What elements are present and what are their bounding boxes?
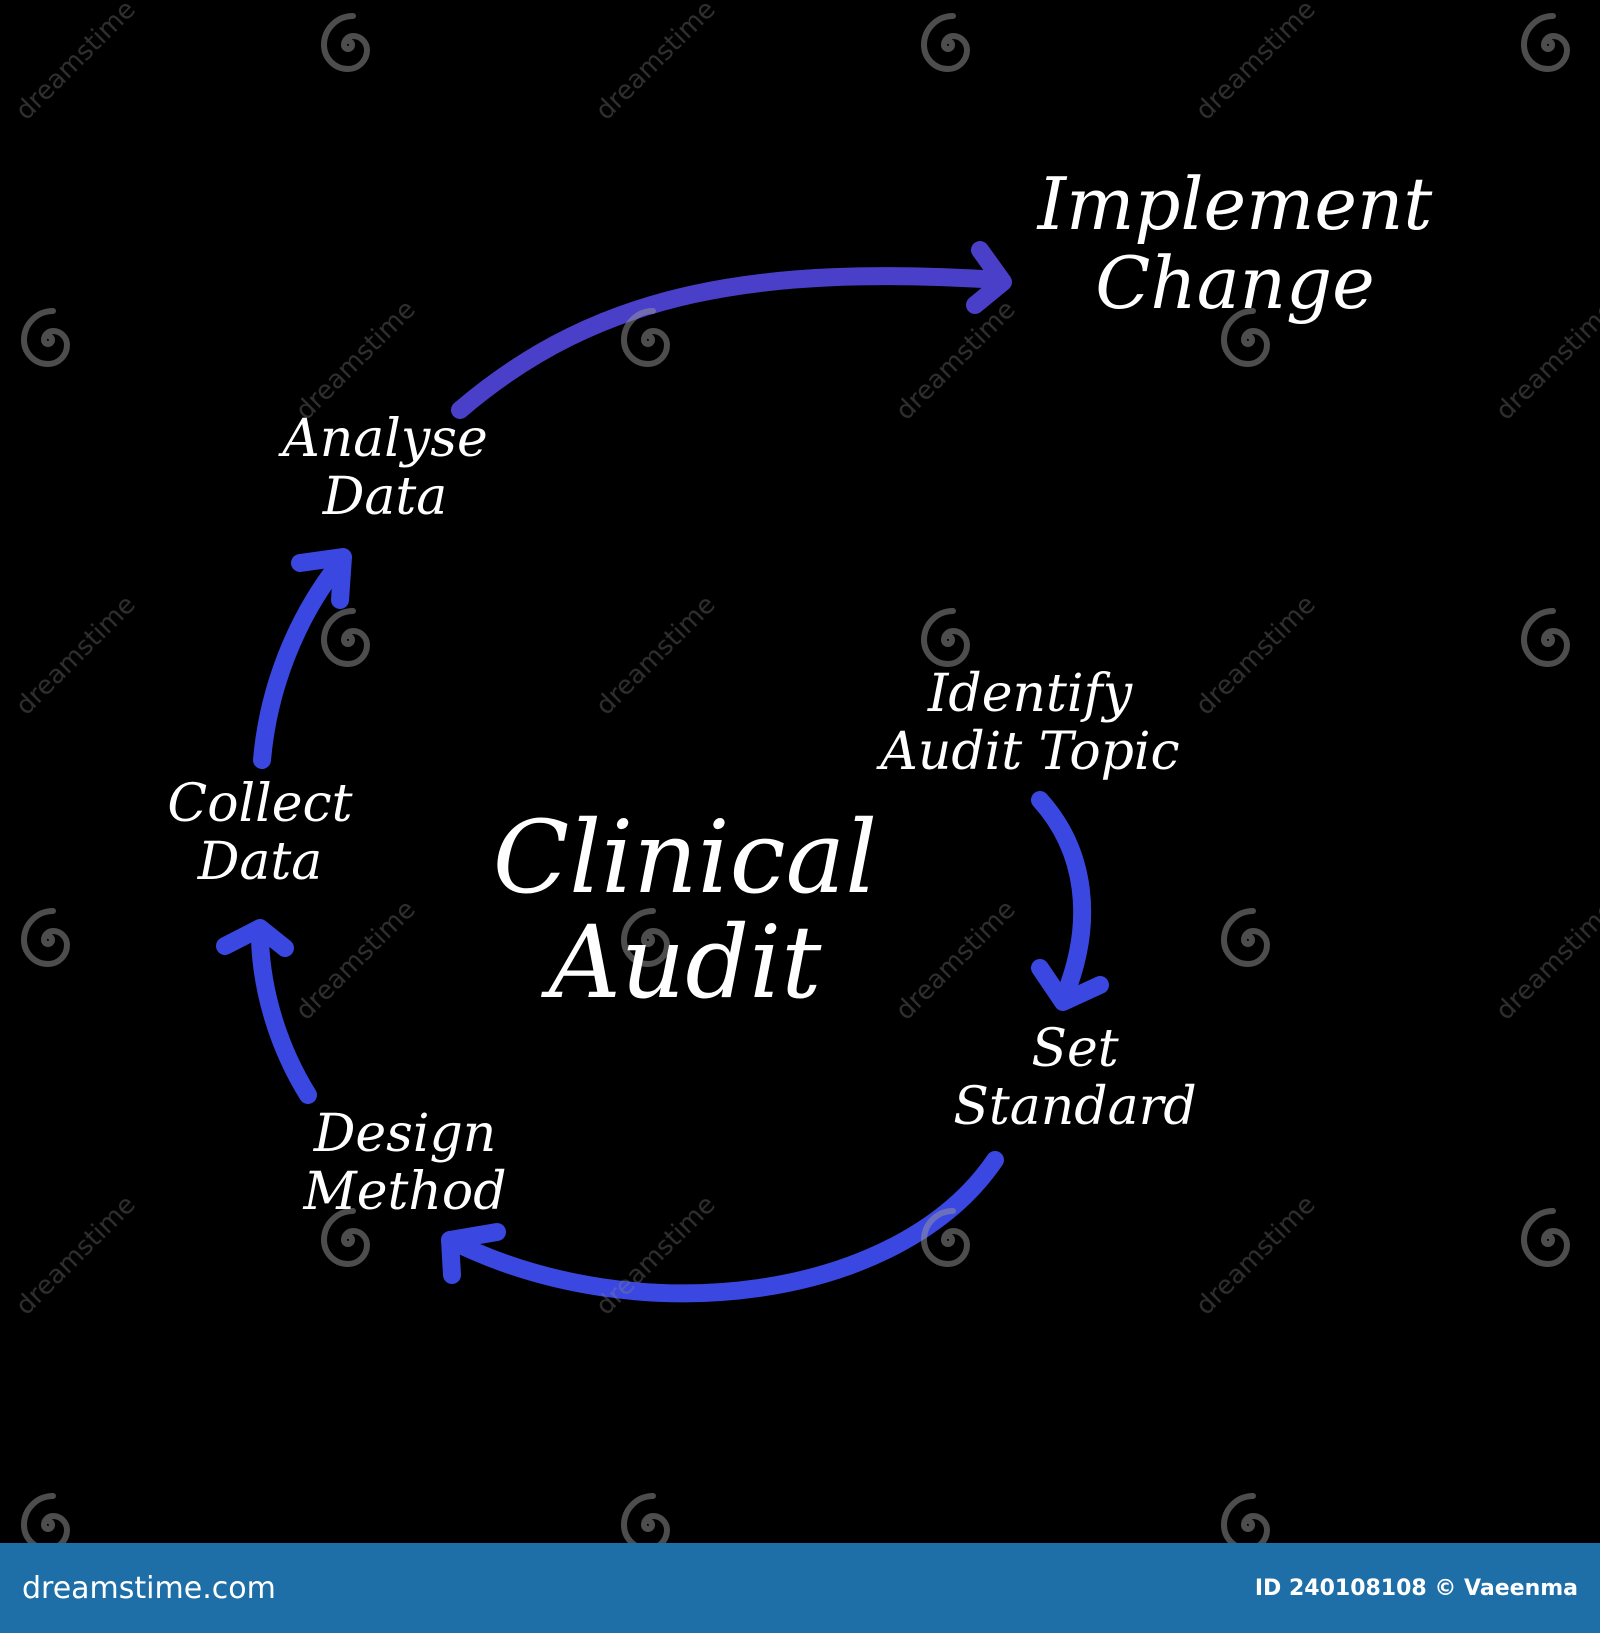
implement-line-1: Implement (1037, 162, 1433, 246)
arrow-design-to-collect-head (216, 919, 294, 957)
step-implement-change: Implement Change (990, 162, 1480, 326)
footer-bar: dreamstime.com ID 240108108 © Vaeenma (0, 1543, 1600, 1633)
implement-line-2: Change (1095, 241, 1375, 326)
collect-line-2: Data (197, 832, 323, 893)
footer-brand[interactable]: dreamstime.com (22, 1570, 276, 1606)
title-line-1: Clinical (492, 799, 878, 916)
arrow-analyse-to-implement-head (966, 241, 1012, 314)
arrow-standard-to-design-head (441, 1223, 506, 1284)
design-line-1: Design (313, 1104, 497, 1164)
footer-credit: ID 240108108 © Vaeenma (1254, 1575, 1578, 1601)
step-analyse-data: Analyse Data (240, 409, 530, 528)
standard-line-2: Standard (953, 1077, 1197, 1138)
arrow-analyse-to-implement (451, 267, 1009, 419)
arrow-collect-to-analyse-head (291, 548, 352, 609)
title-line-2: Audit (548, 904, 822, 1021)
identify-line-1: Identify (927, 664, 1133, 724)
arrow-collect-to-analyse (253, 556, 347, 769)
diagram-canvas: dreamstime dreamstime dreamstime dreamst… (0, 0, 1600, 1543)
step-design-method: Design Method (265, 1104, 545, 1223)
collect-line-1: Collect (167, 774, 353, 834)
step-identify-audit-topic: Identify Audit Topic (835, 664, 1225, 783)
standard-line-1: Set (1031, 1019, 1119, 1079)
design-line-2: Method (303, 1162, 507, 1223)
analyse-line-2: Data (322, 467, 448, 528)
diagram-title: Clinical Audit (450, 805, 920, 1015)
step-set-standard: Set Standard (905, 1019, 1245, 1138)
arrow-design-to-collect (251, 931, 317, 1104)
step-collect-data: Collect Data (130, 774, 390, 893)
arrow-identify-to-standard (1031, 791, 1092, 1004)
identify-line-2: Audit Topic (880, 722, 1180, 783)
arrow-identify-to-standard-head (1031, 959, 1109, 1011)
analyse-line-1: Analyse (282, 409, 488, 469)
cycle-arrows (0, 0, 1600, 1543)
